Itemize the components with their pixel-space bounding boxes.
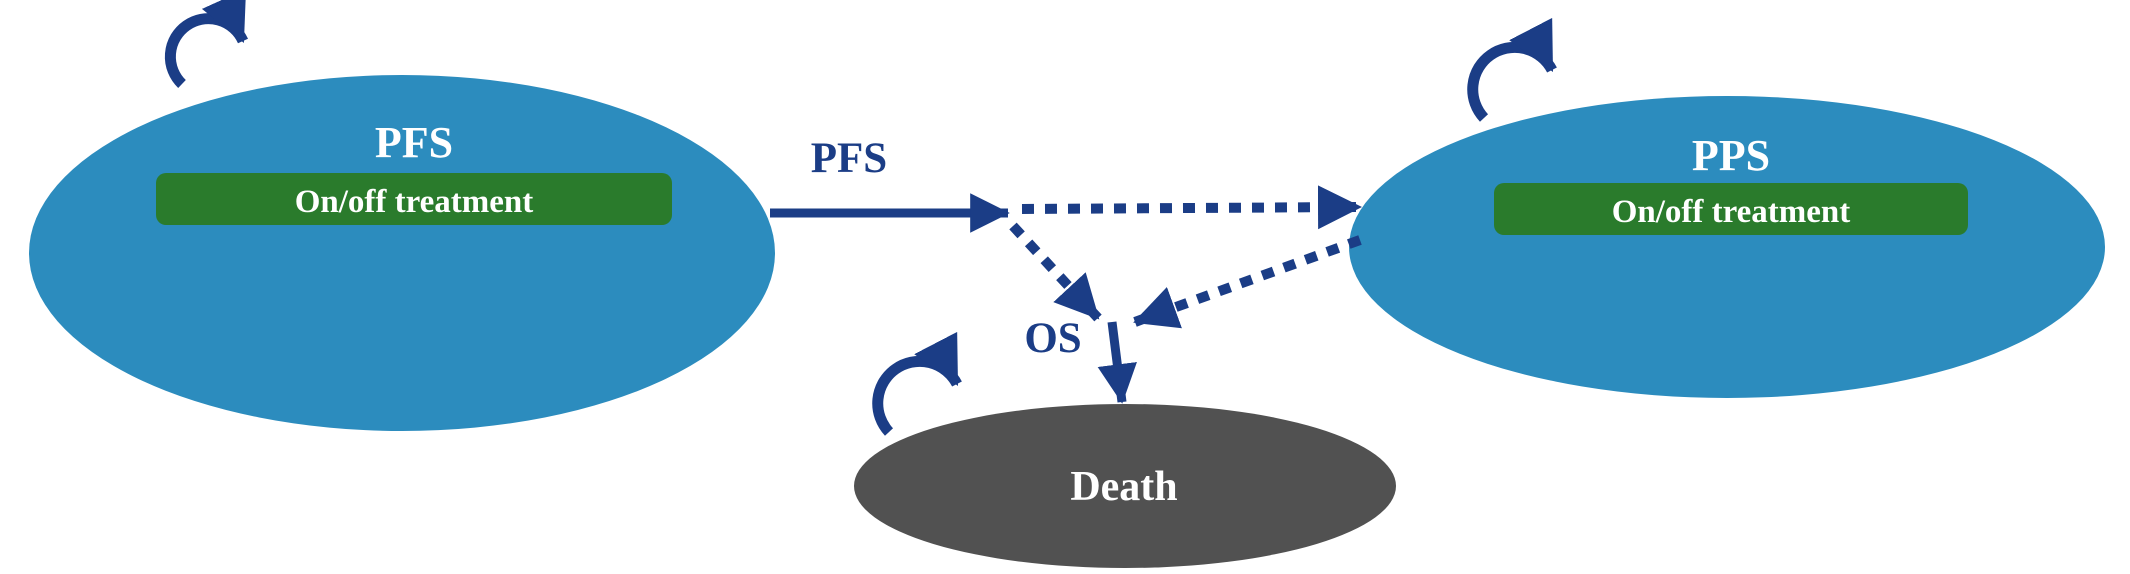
pfs-self-loop-arrow	[164, 0, 249, 88]
state-death-ellipse	[854, 404, 1396, 568]
pps-treatment-box	[1494, 183, 1968, 235]
transition-label-os: OS	[1024, 315, 1081, 362]
pps-self-loop-arrow	[1467, 17, 1557, 122]
state-pps-ellipse	[1349, 96, 2105, 398]
death-self-loop-arrow	[872, 331, 962, 436]
pfs-treatment-box	[156, 173, 672, 225]
arrow-dotted-to-pps	[1021, 185, 1362, 230]
arrow-dotted-pps-to-os	[1133, 235, 1362, 329]
state-death-label: Death	[1070, 464, 1177, 510]
pfs-treatment-label: On/off treatment	[295, 184, 534, 220]
state-pps-label: PPS	[1692, 131, 1770, 180]
state-pfs-ellipse	[29, 75, 775, 431]
state-pfs-label: PFS	[375, 118, 453, 167]
arrow-os-to-death	[1097, 321, 1137, 404]
pps-treatment-label: On/off treatment	[1612, 194, 1851, 230]
transition-label-pfs: PFS	[811, 135, 887, 182]
arrow-dotted-pfs-to-os	[1009, 222, 1102, 322]
